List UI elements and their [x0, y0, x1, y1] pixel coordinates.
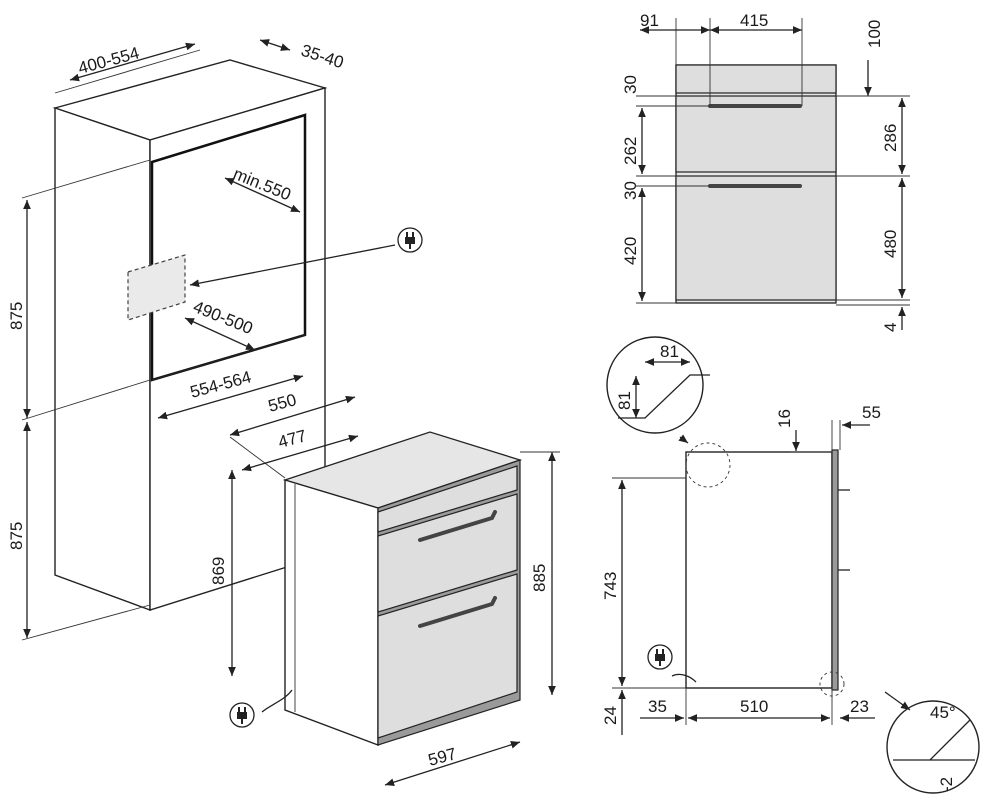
dim-front-gap: 23	[850, 697, 869, 716]
dim-detail-w: 81	[660, 342, 679, 361]
dim-angle: 45°	[930, 703, 956, 722]
dim-top-band: 30	[621, 75, 640, 94]
dim-left-offset: 91	[640, 11, 659, 30]
dim-mid-band: 30	[621, 181, 640, 200]
dim-body-depth: 510	[740, 697, 768, 716]
dim-rear-gap: 35	[648, 697, 667, 716]
dim-upper-total: 286	[881, 124, 900, 152]
dim-foot-height: 24	[601, 706, 620, 725]
power-plug-icon	[647, 644, 673, 670]
dim-lower-total: 480	[881, 230, 900, 258]
detail-bottom-zoom	[886, 700, 980, 794]
dim-front-depth: 55	[862, 403, 881, 422]
oven-iso-view: 550 477 869 885 597	[209, 390, 560, 786]
dim-front-height: 885	[530, 564, 549, 592]
detail-top-circle	[685, 442, 731, 488]
dim-detail-h: 81	[615, 391, 634, 410]
dim-cabinet-depth: 400-554	[76, 43, 141, 78]
side-view: 81 81 45° -2 16 55 743 24 35 510 23	[601, 336, 980, 794]
dim-upper-door: 262	[621, 137, 640, 165]
dim-top-offset: 16	[775, 409, 794, 428]
dim-top-gap: 100	[865, 20, 884, 48]
dim-bottom-gap: 4	[881, 323, 900, 332]
dim-lower-door: 420	[621, 237, 640, 265]
dim-oven-height: 869	[209, 557, 228, 585]
dim-body-height: 743	[601, 572, 620, 600]
dim-height-upper: 875	[7, 302, 26, 330]
dim-back-gap: 35-40	[299, 41, 346, 73]
front-view: 91 415 100 30 262 30 420 286 480 4	[621, 11, 910, 332]
power-plug-icon	[229, 702, 255, 728]
dim-step: -2	[937, 777, 956, 792]
dim-height-lower: 875	[7, 522, 26, 550]
dim-front-width: 597	[426, 744, 458, 770]
power-plug-icon	[397, 227, 423, 253]
cabinet-iso-view: 400-554 35-40 min.550 490-500 554-564 87…	[7, 39, 423, 641]
cabinet-opening	[150, 113, 307, 382]
dim-handle-width: 415	[740, 11, 768, 30]
socket-zone	[127, 254, 186, 321]
